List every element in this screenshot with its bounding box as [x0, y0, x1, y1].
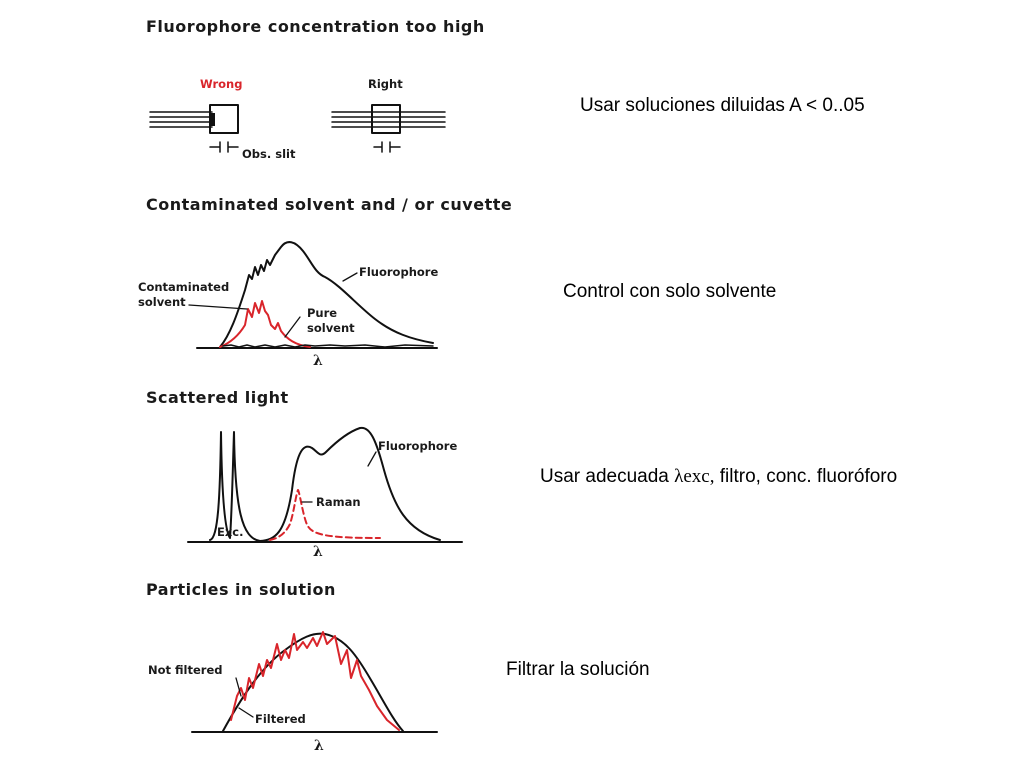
not-filtered-label: Not filtered [148, 663, 223, 677]
contaminated-label: Contaminated [138, 280, 229, 294]
panel4-note: Filtrar la solución [506, 659, 650, 680]
panel3-spectrum: Fluorophore Raman Exc. λ [187, 426, 463, 560]
panel2-heading: Contaminated solvent and / or cuvette [146, 195, 513, 214]
right-label: Right [368, 77, 403, 91]
panel2-spectrum: Fluorophore Contaminated solvent Pure so… [138, 241, 438, 369]
fluorophore-curve [259, 426, 441, 542]
lambda-axis-label: λ [313, 544, 323, 560]
raman-label: Raman [316, 495, 361, 509]
not-filtered-curve [230, 631, 400, 731]
panel4-spectrum: Not filtered Filtered λ [148, 631, 438, 754]
contaminated-solvent-label: solvent [138, 295, 186, 309]
pure-label: Pure [307, 306, 337, 320]
contaminated-solvent-curve [219, 300, 311, 348]
obs-slit-label: Obs. slit [242, 147, 296, 161]
fluorophore-curve [219, 241, 434, 348]
panel2-note: Control con solo solvente [563, 281, 777, 302]
raman-curve [269, 489, 381, 541]
fluorophore-pointer [342, 272, 358, 282]
filtered-label: Filtered [255, 712, 306, 726]
right-cuvette [371, 104, 401, 134]
wrong-excitation-spot [210, 113, 215, 126]
fluorophore-label: Fluorophore [359, 265, 438, 279]
pure-solvent-curve [222, 344, 434, 348]
pure-pointer [284, 316, 301, 338]
panel1-heading: Fluorophore concentration too high [146, 17, 485, 36]
panel3-note-prefix: Usar adecuada [540, 466, 675, 487]
exc-label: Exc. [217, 525, 243, 539]
right-obs-slit-icon [373, 141, 401, 153]
wrong-label: Wrong [200, 77, 242, 91]
fluorophore-label: Fluorophore [378, 439, 457, 453]
contaminated-pointer [188, 304, 248, 310]
panel1-note: Usar soluciones diluidas A < 0..05 [580, 95, 865, 116]
not-filtered-pointer [235, 677, 242, 697]
lambda-axis-label: λ [313, 353, 323, 369]
panel3-note-suffix: filtro, conc. fluoróforo [714, 466, 898, 487]
lambda-axis-label: λ [314, 738, 324, 754]
pure-solvent-label: solvent [307, 321, 355, 335]
fluorophore-pointer [367, 451, 377, 467]
excitation-peak [209, 431, 261, 542]
lambda-exc-symbol: λexc, [674, 466, 715, 487]
wrong-obs-slit-icon [209, 141, 239, 153]
panel4-heading: Particles in solution [146, 580, 336, 599]
panel3-heading: Scattered light [146, 388, 289, 407]
panel1-cuvette-diagram: Wrong Right Obs. slit [149, 77, 446, 161]
panel3-note: Usar adecuada λexc, filtro, conc. fluoró… [540, 466, 897, 488]
filtered-pointer [238, 707, 254, 718]
